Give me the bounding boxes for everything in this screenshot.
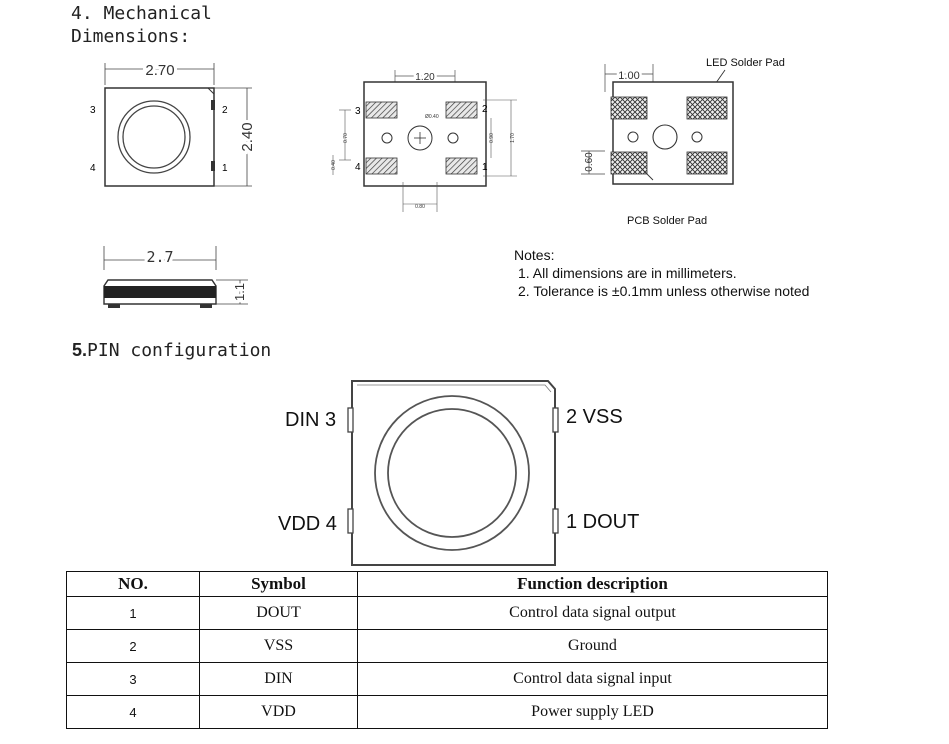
pin-label-vss: 2 VSS (566, 406, 623, 428)
pad-w-080-dim: 0.80 (415, 204, 425, 210)
table-row: 1 DOUT Control data signal output (66, 596, 828, 630)
pad-pin-4-label: 4 (355, 162, 361, 173)
note-item-1: 1. All dimensions are in millimeters. (518, 265, 737, 281)
section-4-title-line1: 4. Mechanical (71, 3, 212, 24)
pin-2-label: 2 (222, 105, 228, 116)
cell-symbol: VDD (199, 695, 358, 729)
section-5-number: 5. (72, 340, 88, 360)
cell-no: 1 (66, 596, 200, 630)
cell-function: Control data signal output (357, 596, 828, 630)
pad-h-090-dim: 0.90 (489, 133, 495, 143)
table-row: 3 DIN Control data signal input (66, 662, 828, 696)
led-pad-label: LED Solder Pad (706, 57, 785, 69)
cell-no: 2 (66, 629, 200, 663)
pcb-pad-drawing: 1.00 LED Solder Pad 0.60 PCB Solder Pad (581, 57, 785, 227)
pad-h-070-dim: 0.70 (343, 133, 349, 143)
header-function: Function description (357, 571, 828, 597)
pad-diameter-dim: Ø0.40 (425, 114, 439, 120)
side-width-dim: 2.7 (146, 248, 173, 266)
notes-heading: Notes: (514, 247, 555, 263)
pin-label-din: DIN 3 (285, 409, 337, 431)
cell-no: 4 (66, 695, 200, 729)
table-row: 4 VDD Power supply LED (66, 695, 828, 729)
header-symbol: Symbol (199, 571, 358, 597)
top-view-drawing: 2.70 3 4 2 1 2.40 (90, 59, 259, 187)
pin-config-drawing (347, 380, 559, 566)
pin-1-label: 1 (222, 163, 228, 174)
pin-label-vdd: VDD 4 (278, 513, 337, 535)
section-4-title-line2: Dimensions: (71, 26, 191, 47)
pad-pin-1-label: 1 (482, 162, 488, 173)
pcb-pad-h-dim: 0.60 (584, 152, 595, 172)
section-5-title: 5.PIN configuration (72, 340, 271, 361)
note-item-2: 2. Tolerance is ±0.1mm unless otherwise … (518, 283, 810, 299)
cell-function: Ground (357, 629, 828, 663)
cell-function: Control data signal input (357, 662, 828, 696)
cell-symbol: DIN (199, 662, 358, 696)
section-4-title: 4. Mechanical Dimensions: (71, 2, 212, 48)
pin-3-label: 3 (90, 105, 96, 116)
pad-h-170-dim: 1.70 (510, 133, 516, 143)
pad-pin-2-label: 2 (482, 104, 488, 115)
top-width-dim: 2.70 (145, 62, 174, 79)
cell-symbol: DOUT (199, 596, 358, 630)
header-no: NO. (66, 571, 200, 597)
table-row: 2 VSS Ground (66, 629, 828, 663)
cell-function: Power supply LED (357, 695, 828, 729)
pcb-pad-label: PCB Solder Pad (627, 215, 707, 227)
cell-symbol: VSS (199, 629, 358, 663)
pin-function-table: NO. Symbol Function description 1 DOUT C… (66, 571, 828, 729)
cell-no: 3 (66, 662, 200, 696)
pad-h-040-dim: 0.40 (331, 160, 337, 170)
bottom-pad-drawing: 1.20 Ø0.40 3 4 2 1 0.70 0.40 0.90 1.70 0… (331, 70, 517, 212)
side-height-dim: 1.1 (232, 283, 247, 301)
side-view-drawing: 2.7 1.1 (103, 245, 250, 308)
pin-4-label: 4 (90, 163, 96, 174)
section-5-title-text: PIN configuration (87, 340, 272, 361)
pin-label-dout: 1 DOUT (566, 511, 640, 533)
pcb-spacing-dim: 1.00 (618, 70, 639, 82)
notes-block: Notes: 1. All dimensions are in millimet… (514, 246, 809, 300)
pad-pin-3-label: 3 (355, 106, 361, 117)
top-height-dim: 2.40 (239, 122, 256, 151)
table-header-row: NO. Symbol Function description (66, 571, 828, 597)
